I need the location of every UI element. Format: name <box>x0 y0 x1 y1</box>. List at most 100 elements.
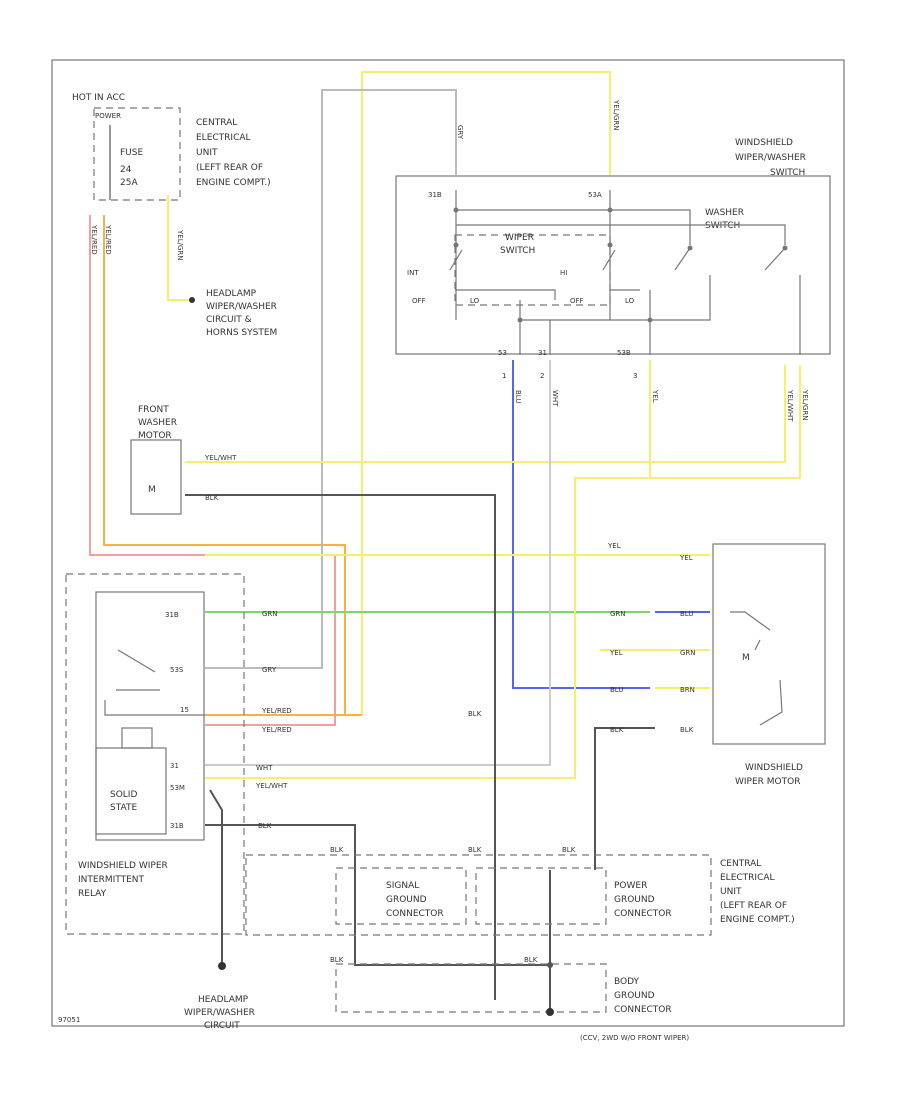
svg-text:POWER: POWER <box>614 881 647 891</box>
svg-text:53B: 53B <box>617 349 631 357</box>
wire-yel-wht <box>185 365 786 463</box>
svg-text:BLK: BLK <box>330 956 344 964</box>
svg-text:WASHER: WASHER <box>138 418 177 428</box>
svg-text:HEADLAMP: HEADLAMP <box>198 995 249 1005</box>
wire-blk-hl <box>209 789 223 965</box>
svg-text:CONNECTOR: CONNECTOR <box>614 909 672 919</box>
svg-text:SWITCH: SWITCH <box>500 246 535 256</box>
svg-text:GROUND: GROUND <box>614 991 655 1001</box>
svg-text:SIGNAL: SIGNAL <box>386 881 419 891</box>
svg-text:LO: LO <box>625 297 635 305</box>
wiper-switch-inner <box>454 234 611 306</box>
svg-text:BODY: BODY <box>614 977 640 987</box>
svg-text:53M: 53M <box>170 784 185 792</box>
svg-text:53S: 53S <box>170 666 184 674</box>
svg-text:WIPER MOTOR: WIPER MOTOR <box>735 777 800 787</box>
svg-text:WHT: WHT <box>256 764 273 772</box>
svg-text:CONNECTOR: CONNECTOR <box>614 1005 672 1015</box>
svg-text:M: M <box>148 485 156 495</box>
svg-text:31B: 31B <box>170 822 184 830</box>
svg-text:15: 15 <box>180 706 189 714</box>
svg-text:HI: HI <box>560 269 567 277</box>
svg-text:YEL: YEL <box>607 542 621 550</box>
svg-text:RELAY: RELAY <box>78 889 107 899</box>
fuse-num: 24 <box>120 165 132 175</box>
svg-text:3: 3 <box>633 372 637 380</box>
svg-text:WINDSHIELD: WINDSHIELD <box>745 763 803 773</box>
svg-text:53A: 53A <box>588 191 602 199</box>
svg-text:31: 31 <box>538 349 547 357</box>
svg-text:FRONT: FRONT <box>138 405 169 415</box>
svg-text:GROUND: GROUND <box>614 895 655 905</box>
svg-text:GRN: GRN <box>262 610 278 618</box>
svg-text:WINDSHIELD WIPER: WINDSHIELD WIPER <box>78 861 168 871</box>
footer-left: 97051 <box>58 1016 80 1024</box>
svg-text:SWITCH: SWITCH <box>770 168 805 178</box>
fuse-rail: POWER <box>95 112 121 120</box>
svg-text:WIPER/WASHER: WIPER/WASHER <box>735 153 806 163</box>
wires <box>89 71 801 1012</box>
svg-text:BLK: BLK <box>258 822 272 830</box>
svg-text:31: 31 <box>170 762 179 770</box>
svg-text:BLK: BLK <box>562 846 576 854</box>
svg-text:CENTRAL: CENTRAL <box>196 118 237 128</box>
svg-text:BLK: BLK <box>610 726 624 734</box>
wire-blk-motor <box>594 727 655 870</box>
wire-wht <box>205 360 551 766</box>
wire-blue <box>512 360 650 689</box>
svg-text:BLK: BLK <box>680 726 694 734</box>
wire-yel-grn <box>167 195 190 301</box>
svg-text:BLU: BLU <box>610 686 623 694</box>
outer-frame <box>51 59 845 1027</box>
headlamp-bottom-label: HEADLAMP WIPER/WASHER CIRCUIT <box>184 962 255 1031</box>
headlamp-top-label: HEADLAMP WIPER/WASHER CIRCUIT & HORNS SY… <box>189 289 277 338</box>
svg-text:CENTRAL: CENTRAL <box>720 859 761 869</box>
svg-text:YEL: YEL <box>609 649 623 657</box>
svg-text:YEL/WHT: YEL/WHT <box>786 389 794 422</box>
wire-yel-wht2 <box>575 365 801 479</box>
footer-right: (CCV, 2WD W/O FRONT WIPER) <box>580 1034 689 1042</box>
wire-blk-relay <box>205 824 550 966</box>
svg-text:UNIT: UNIT <box>720 887 742 897</box>
svg-text:WINDSHIELD: WINDSHIELD <box>735 138 793 148</box>
svg-text:BLK: BLK <box>205 494 219 502</box>
switch-rect <box>395 175 831 355</box>
svg-text:1: 1 <box>502 372 506 380</box>
svg-text:OFF: OFF <box>570 297 584 305</box>
svg-text:CIRCUIT &: CIRCUIT & <box>206 315 252 325</box>
svg-text:YEL/GRN: YEL/GRN <box>176 229 184 260</box>
svg-text:BLK: BLK <box>524 956 538 964</box>
svg-text:YEL/GRN: YEL/GRN <box>612 99 620 130</box>
svg-text:YEL/RED: YEL/RED <box>261 726 292 734</box>
svg-text:YEL: YEL <box>679 554 693 562</box>
fuse-block: HOT IN ACC POWER FUSE 24 25A <box>72 93 181 201</box>
svg-text:GROUND: GROUND <box>386 895 427 905</box>
wire-yellow-top <box>361 71 611 715</box>
svg-text:31B: 31B <box>165 611 179 619</box>
ceu-bottom-label: CENTRAL ELECTRICAL UNIT (LEFT REAR OF EN… <box>720 859 795 925</box>
svg-text:BLK: BLK <box>468 846 482 854</box>
svg-text:M: M <box>742 653 750 663</box>
fuse-amp: 25A <box>120 178 138 188</box>
svg-text:WIPER: WIPER <box>505 233 534 243</box>
svg-text:BLK: BLK <box>468 710 482 718</box>
svg-text:YEL/RED: YEL/RED <box>261 707 292 715</box>
svg-text:WIPER/WASHER: WIPER/WASHER <box>184 1008 255 1018</box>
svg-text:HORNS SYSTEM: HORNS SYSTEM <box>206 328 277 338</box>
svg-text:BRN: BRN <box>680 686 695 694</box>
fuse-box <box>93 107 181 201</box>
svg-text:YEL: YEL <box>651 389 659 403</box>
ground-connectors: SIGNAL GROUND CONNECTOR POWER GROUND CON… <box>245 854 712 1016</box>
svg-text:YEL/WHT: YEL/WHT <box>204 454 237 462</box>
svg-text:UNIT: UNIT <box>196 148 218 158</box>
svg-text:53: 53 <box>498 349 507 357</box>
svg-text:ENGINE COMPT.): ENGINE COMPT.) <box>196 178 271 188</box>
svg-text:WIPER/WASHER: WIPER/WASHER <box>206 302 277 312</box>
svg-text:YEL/RED: YEL/RED <box>104 224 112 255</box>
svg-text:LO: LO <box>470 297 480 305</box>
wiper-relay: SOLID STATE WINDSHIELD WIPER INTERMITTEN… <box>65 573 245 935</box>
svg-text:ENGINE COMPT.): ENGINE COMPT.) <box>720 915 795 925</box>
svg-text:31B: 31B <box>428 191 442 199</box>
front-washer-motor: FRONT WASHER MOTOR M <box>130 405 182 515</box>
